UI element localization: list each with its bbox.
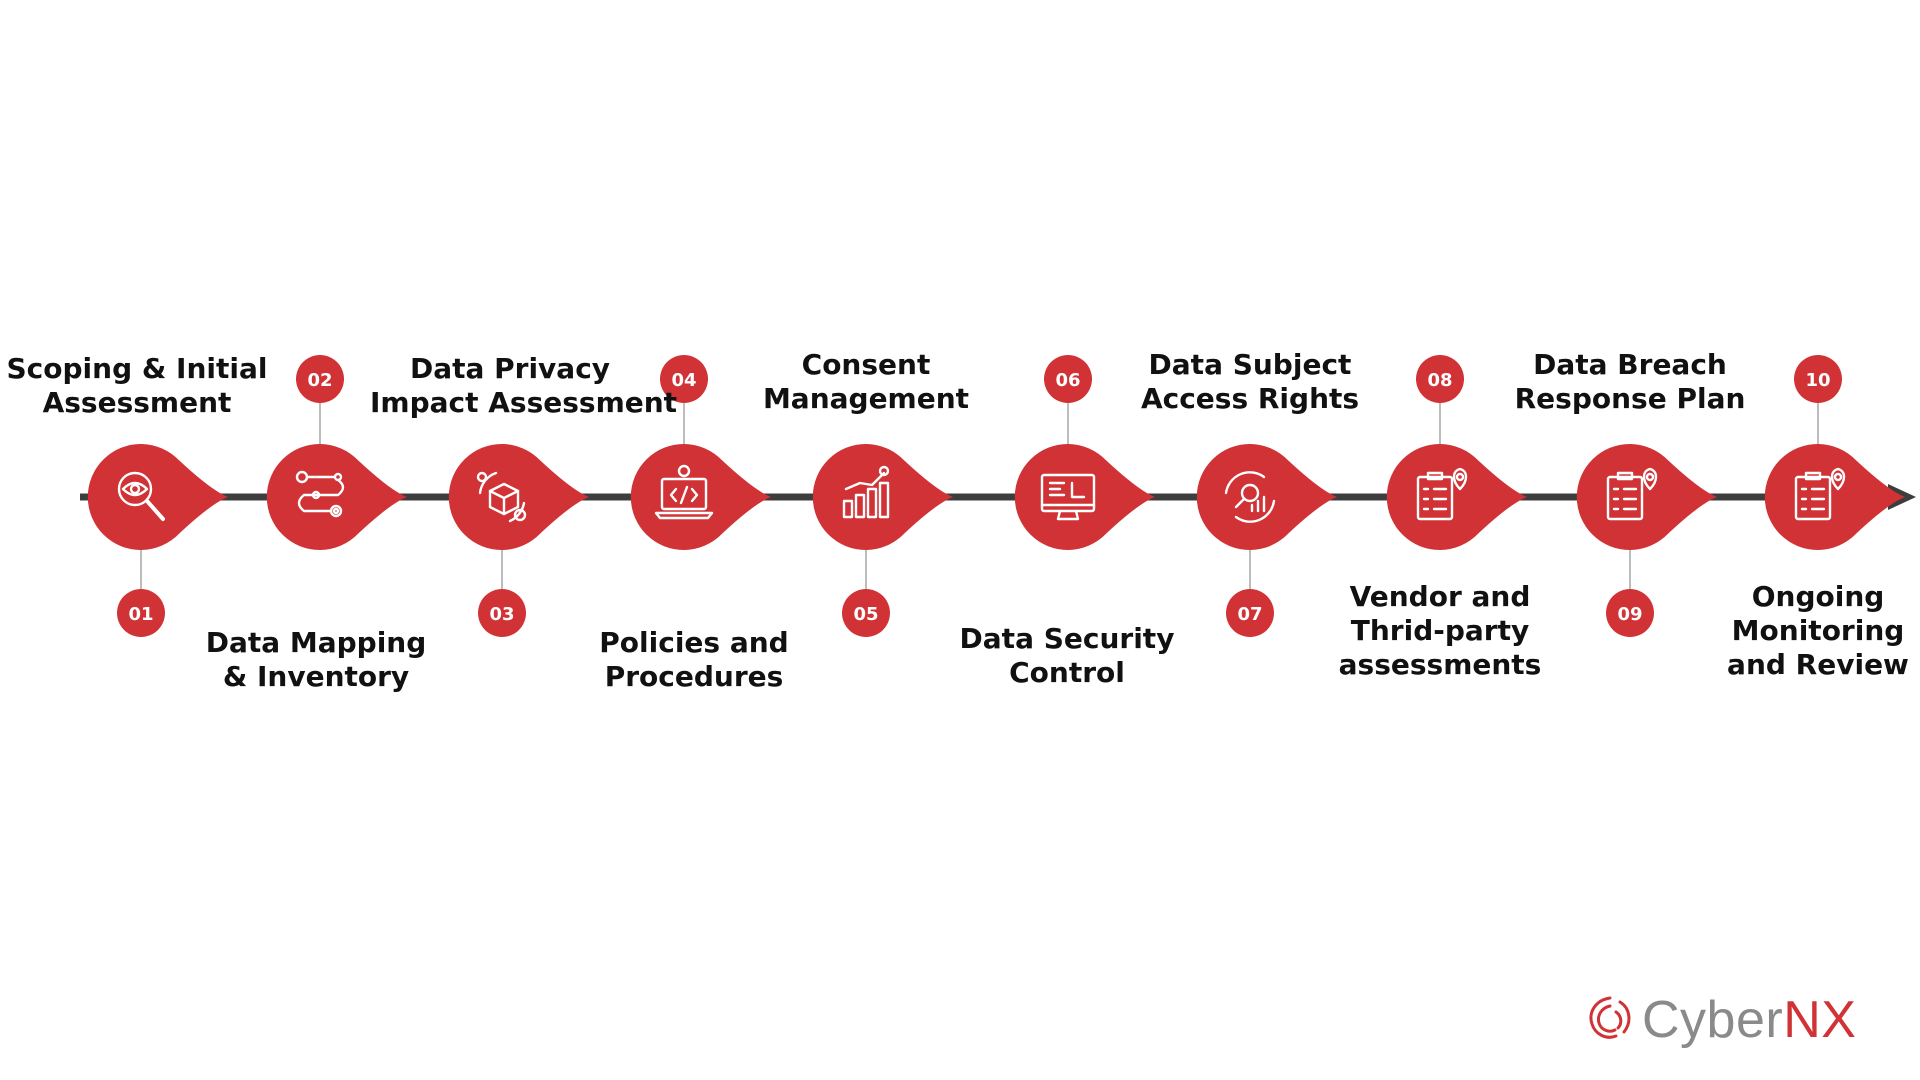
step-08: 08: [1386, 355, 1527, 551]
step-number-text: 04: [671, 370, 696, 391]
step-marker: [1576, 444, 1717, 551]
step-title-line: Thrid-party: [1350, 614, 1530, 647]
step-title-line: & Inventory: [222, 660, 410, 693]
step-title-line: Response Plan: [1514, 382, 1746, 415]
brand-text-nx: NX: [1783, 991, 1857, 1049]
step-number-badge: [660, 355, 708, 403]
step-number-text: 02: [307, 370, 332, 391]
brand-text-cyber: Cyber: [1642, 991, 1784, 1049]
step-title-line: Vendor and: [1349, 580, 1531, 613]
step-title-line: Assessment: [42, 386, 232, 419]
step-title-line: Consent: [801, 348, 931, 381]
growth-chart-icon: [842, 465, 890, 519]
step-01: 01: [87, 444, 228, 637]
step-title-line: assessments: [1338, 648, 1542, 681]
step-title-line: Access Rights: [1140, 382, 1360, 415]
step-04: 04: [630, 355, 771, 551]
flow-map-icon: [295, 470, 345, 518]
step-title-line: and Review: [1727, 648, 1909, 681]
step-title-line: Impact Assessment: [370, 386, 678, 419]
step-title-line: Data Breach: [1533, 348, 1727, 381]
step-number-text: 07: [1237, 604, 1262, 625]
brand-logo: CyberNX: [1580, 990, 1860, 1050]
step-number-badge: [1416, 355, 1464, 403]
box-gear-icon: [476, 471, 527, 523]
step-number-badge: [1794, 355, 1842, 403]
step-marker: [1386, 444, 1527, 551]
step-marker: [812, 444, 953, 551]
step-title-line: Data Subject: [1148, 348, 1352, 381]
checklist-location-icon: [1416, 467, 1468, 521]
step-02: 02: [266, 355, 407, 551]
checklist-location-icon: [1794, 467, 1846, 521]
step-marker: [1764, 444, 1905, 550]
step-number-badge: [1044, 355, 1092, 403]
step-number-text: 01: [128, 604, 153, 625]
step-marker: [630, 444, 771, 551]
step-06: 06: [1014, 355, 1155, 551]
step-number-text: 09: [1617, 604, 1642, 625]
step-title-line: Data Security: [959, 622, 1175, 655]
step-number-text: 08: [1427, 370, 1452, 391]
step-title-line: Policies and: [599, 626, 789, 659]
step-title-line: Management: [762, 382, 970, 415]
step-number-badge: [1226, 589, 1274, 637]
step-title-line: Procedures: [604, 660, 784, 693]
step-title-line: Monitoring: [1731, 614, 1905, 647]
step-marker: [266, 444, 407, 551]
step-09: 09: [1576, 444, 1717, 637]
checklist-location-icon: [1606, 467, 1658, 521]
step-07: 07: [1196, 444, 1337, 637]
step-number-badge: [478, 589, 526, 637]
step-title-line: Data Mapping: [205, 626, 427, 659]
laptop-code-icon: [654, 464, 714, 520]
step-number-text: 03: [489, 604, 514, 625]
cybernx-swirl-icon: [1589, 996, 1631, 1039]
step-title: Data Mapping& Inventory: [176, 626, 456, 694]
step-number-text: 05: [853, 604, 878, 625]
step-marker: [1196, 444, 1337, 551]
step-title-line: Ongoing: [1751, 580, 1885, 613]
step-10: 10: [1764, 355, 1905, 550]
step-number-badge: [842, 589, 890, 637]
step-number-badge: [1606, 589, 1654, 637]
step-number-badge: [117, 589, 165, 637]
eye-magnifier-icon: [117, 471, 165, 521]
step-03: 03: [448, 444, 589, 637]
step-title-line: Scoping & Initial: [6, 352, 268, 385]
step-title-line: Data Privacy: [409, 352, 611, 385]
analytics-cycle-icon: [1224, 471, 1276, 523]
step-marker: [87, 444, 228, 551]
brand-wordmark: CyberNX: [1642, 992, 1856, 1048]
step-number-text: 10: [1805, 370, 1830, 391]
step-title-line: Control: [1009, 656, 1125, 689]
step-05: 05: [812, 444, 953, 637]
step-number-badge: [296, 355, 344, 403]
step-number-text: 06: [1055, 370, 1080, 391]
monitor-icon: [1040, 473, 1096, 521]
